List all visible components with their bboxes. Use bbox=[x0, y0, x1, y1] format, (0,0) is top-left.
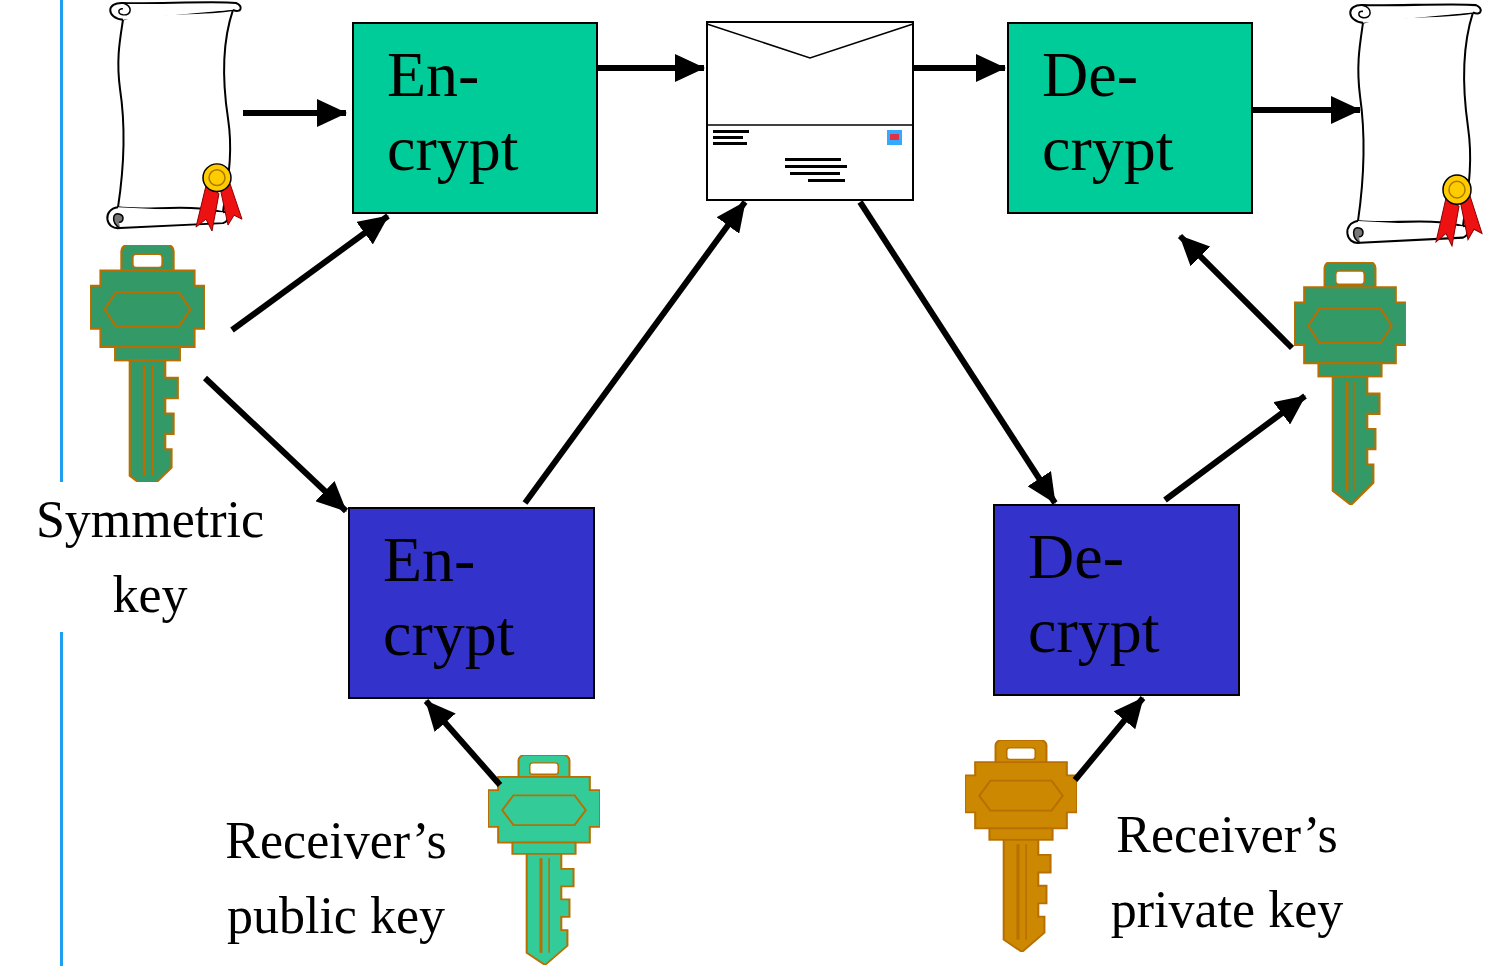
box-label: En- crypt bbox=[383, 523, 583, 671]
key-label-group: Receiver’s private key bbox=[955, 735, 1385, 960]
document-scroll bbox=[107, 2, 242, 231]
key-label: Symmetric key bbox=[4, 482, 296, 632]
encrypt-box: En- crypt bbox=[352, 22, 598, 214]
connector-arrow bbox=[232, 216, 388, 330]
connector-arrow bbox=[426, 701, 500, 785]
key-label: Receiver’s private key bbox=[1077, 797, 1377, 947]
encrypt-box: En- crypt bbox=[348, 507, 595, 699]
symmetric-key-icon bbox=[90, 245, 205, 490]
key-label-group: Receiver’s public key bbox=[190, 745, 610, 960]
decrypt-box: De- crypt bbox=[993, 504, 1240, 696]
public-key-icon bbox=[488, 755, 600, 965]
decrypt-box: De- crypt bbox=[1007, 22, 1253, 214]
box-label: De- crypt bbox=[1042, 38, 1241, 186]
envelope bbox=[707, 22, 913, 200]
key-label-group: Symmetric key bbox=[0, 250, 300, 632]
box-label: En- crypt bbox=[387, 38, 586, 186]
connector-arrow bbox=[1075, 698, 1143, 780]
symmetric-key-icon bbox=[1294, 262, 1406, 505]
private-key-icon bbox=[965, 740, 1077, 952]
box-label: De- crypt bbox=[1028, 520, 1228, 668]
document-scroll bbox=[1347, 4, 1482, 246]
key-label: Receiver’s public key bbox=[190, 803, 482, 953]
